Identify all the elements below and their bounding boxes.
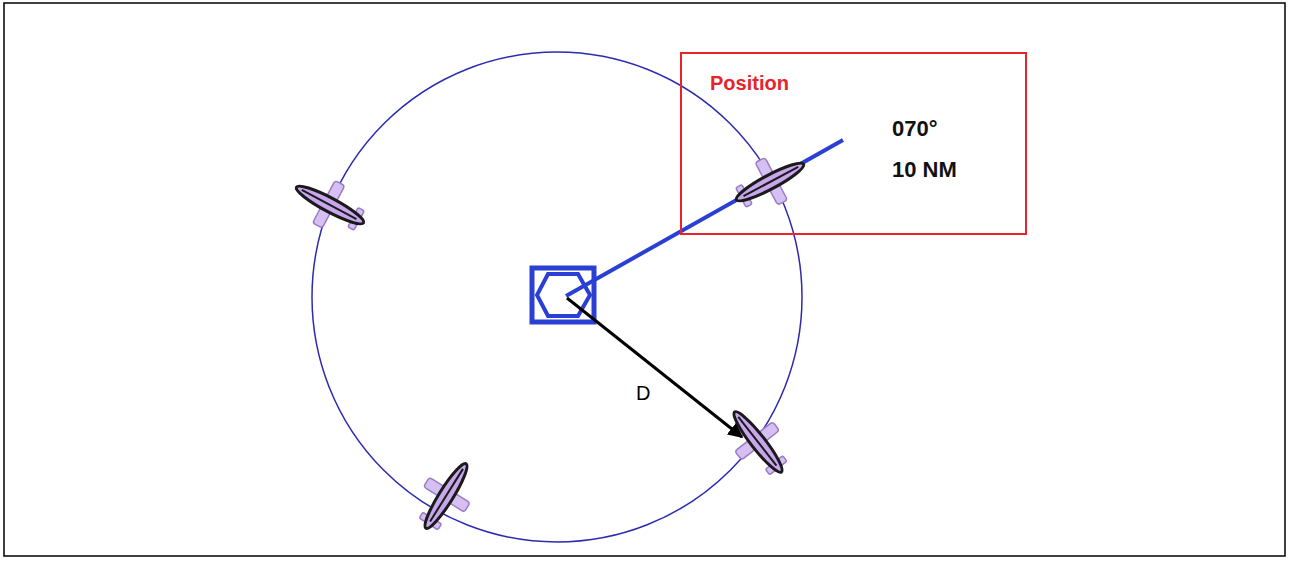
bearing-value: 070° (892, 116, 938, 142)
position-heading: Position (710, 72, 789, 95)
distance-arrow (567, 298, 742, 437)
aircraft (725, 143, 815, 221)
aircraft (406, 451, 487, 541)
distance-label: D (634, 382, 652, 405)
aircraft (285, 166, 375, 244)
position-box: Position 070° 10 NM (680, 52, 1027, 235)
frame (4, 3, 1285, 556)
distance-value: 10 NM (892, 157, 957, 183)
holding-circle (312, 52, 802, 542)
aircraft (716, 397, 801, 486)
radial-line (566, 140, 843, 296)
